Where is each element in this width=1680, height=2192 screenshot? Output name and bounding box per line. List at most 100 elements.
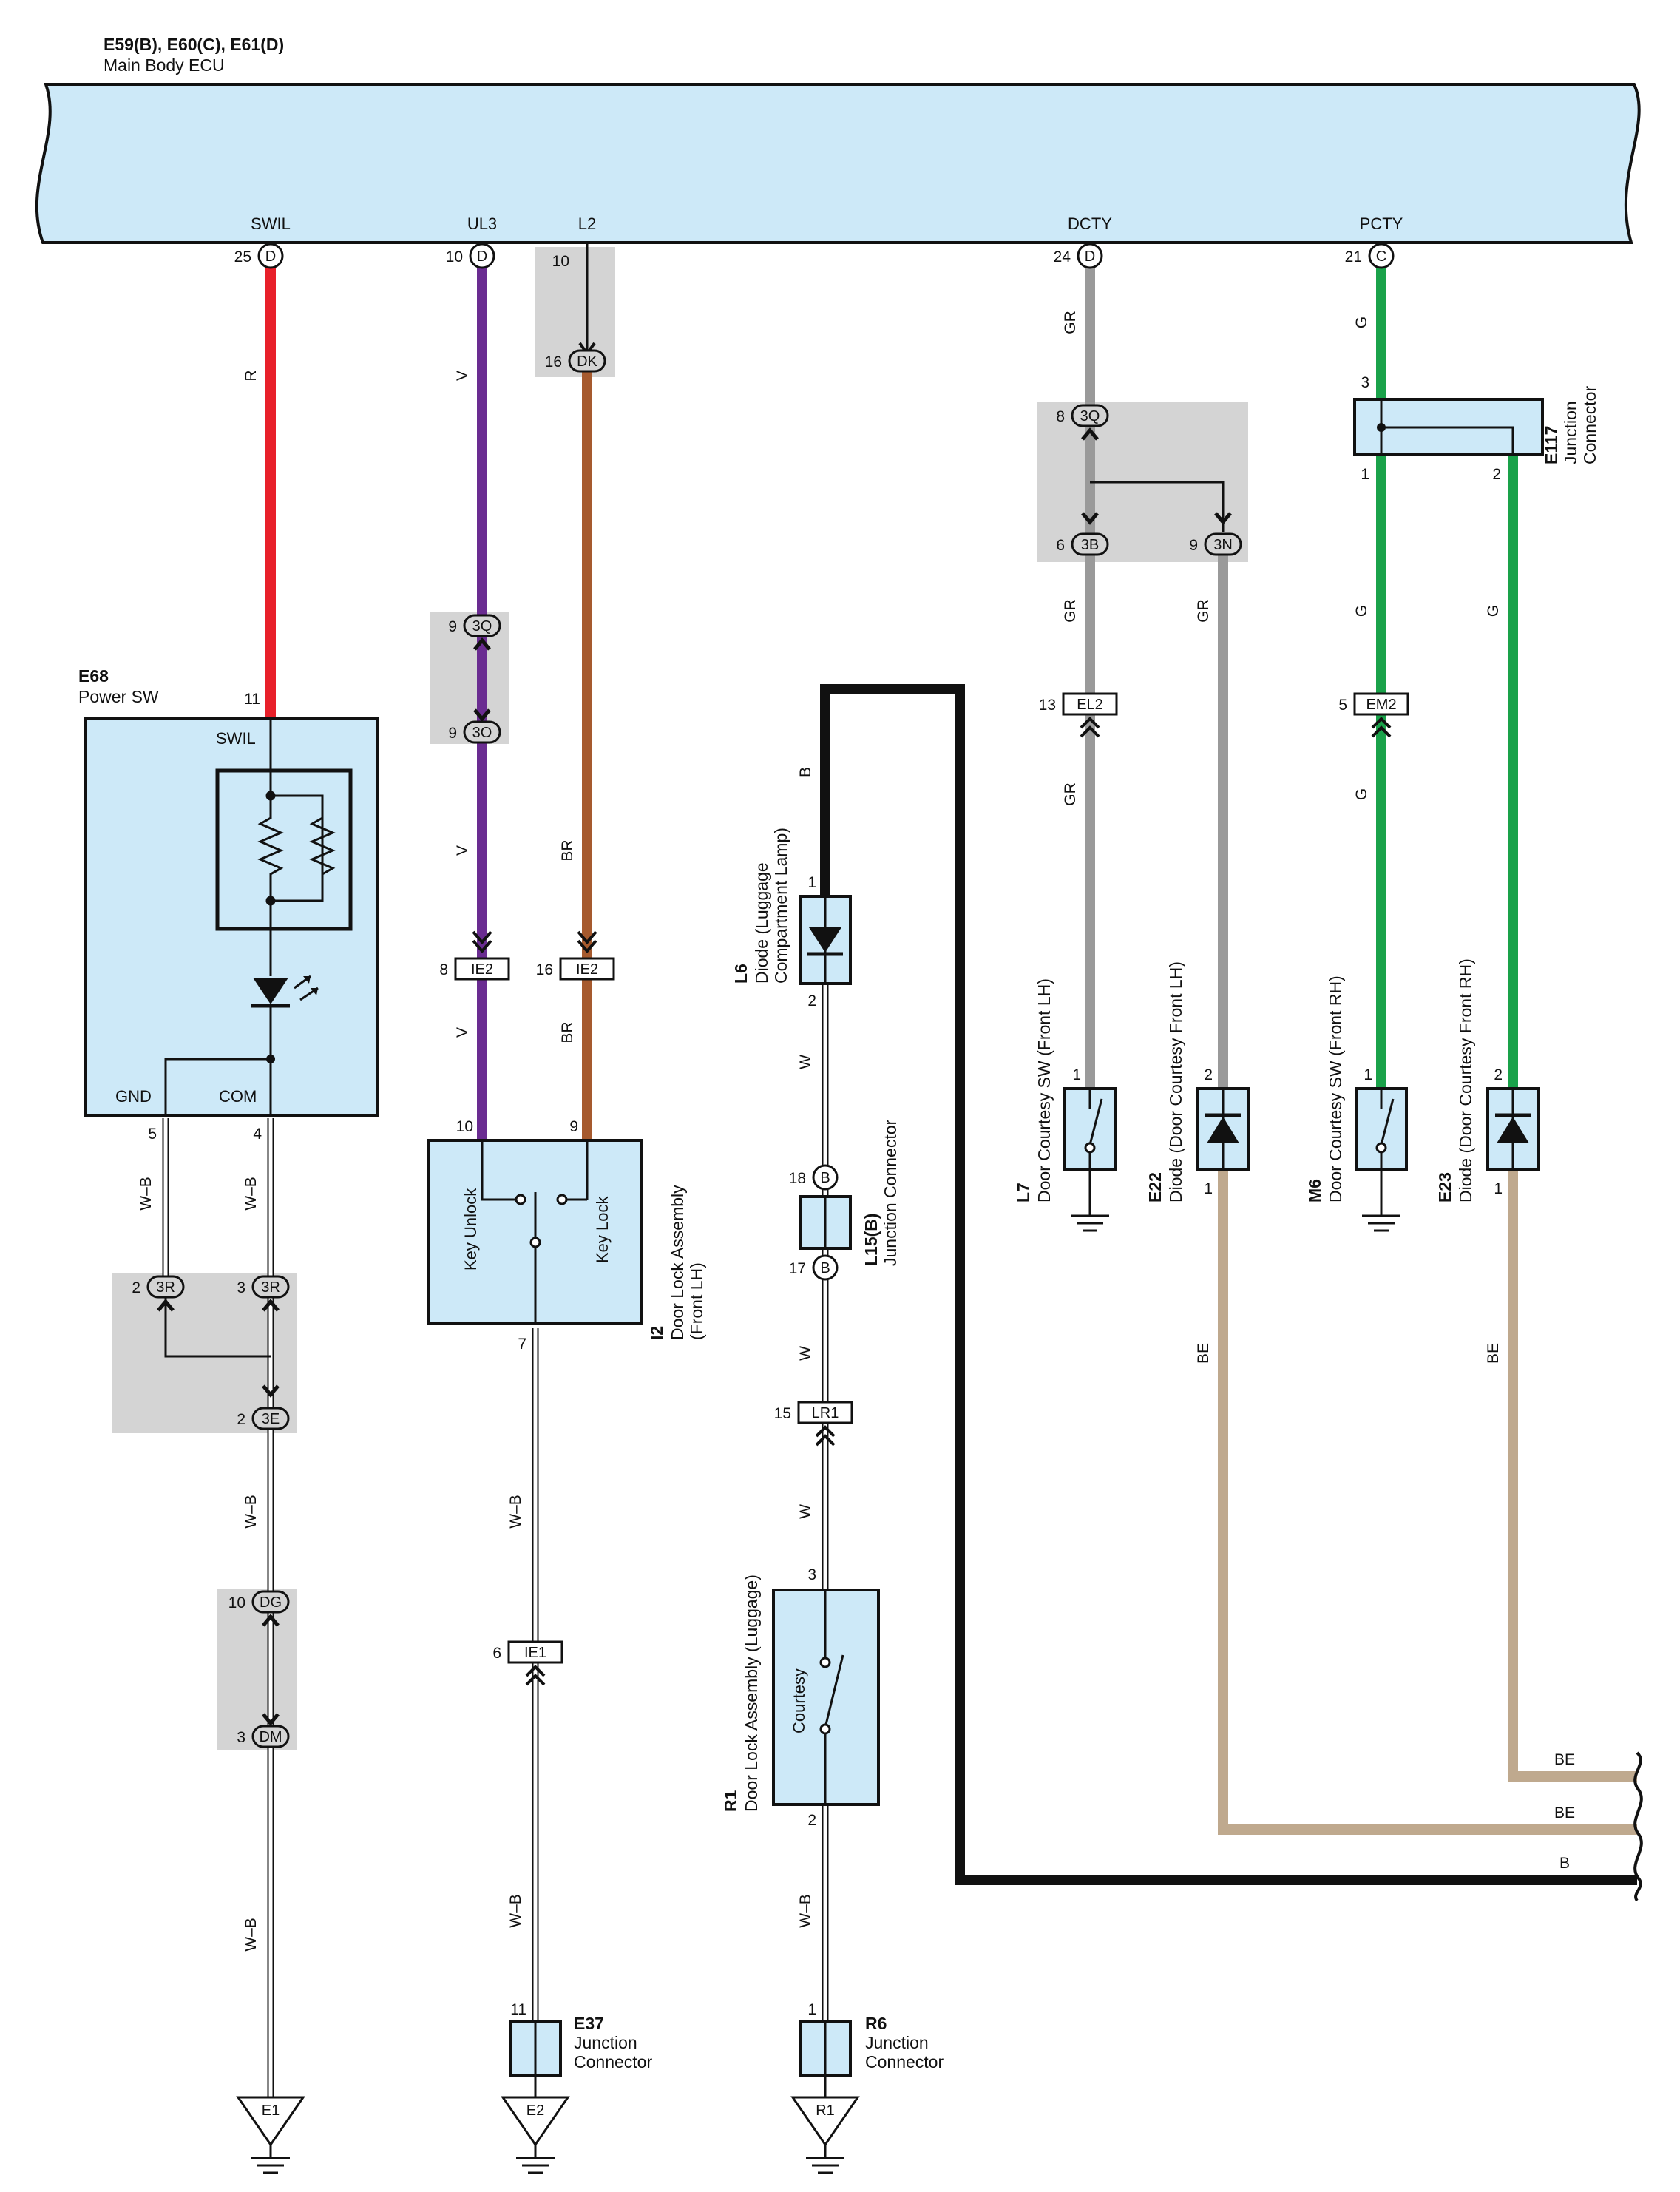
courtesy-sw-front-lh-l7: 1 L7 Door Courtesy SW (Front LH) xyxy=(1014,978,1117,1232)
svg-text:E68: E68 xyxy=(78,666,109,686)
svg-text:1: 1 xyxy=(1204,1180,1213,1197)
svg-text:24: 24 xyxy=(1054,248,1071,265)
diode-icon xyxy=(1495,1089,1531,1170)
wire-labels: R V V V BR BR GR GR GR GR G G G G BE BE … xyxy=(138,311,1575,1952)
wire-label-gr-2: GR xyxy=(1062,599,1079,623)
svg-text:11: 11 xyxy=(244,691,260,708)
svg-text:R1: R1 xyxy=(721,1790,740,1812)
svg-text:EL2: EL2 xyxy=(1077,697,1103,713)
svg-text:Key Lock: Key Lock xyxy=(593,1196,612,1263)
svg-text:LR1: LR1 xyxy=(812,1405,839,1421)
svg-text:Diode (Door Courtesy Front RH): Diode (Door Courtesy Front RH) xyxy=(1456,958,1475,1202)
svg-text:3: 3 xyxy=(807,1566,816,1583)
svg-text:E2: E2 xyxy=(526,2103,544,2119)
svg-text:6: 6 xyxy=(492,1645,501,1662)
svg-text:25: 25 xyxy=(234,248,251,265)
svg-text:M6: M6 xyxy=(1305,1179,1324,1202)
ecu-title-name: Main Body ECU xyxy=(104,55,225,75)
ecu-terminal-dcty: DCTY xyxy=(1068,214,1112,233)
diode-icon xyxy=(1205,1089,1241,1170)
svg-text:Door Lock Assembly: Door Lock Assembly xyxy=(668,1185,687,1340)
svg-text:3E: 3E xyxy=(262,1411,280,1427)
svg-text:2: 2 xyxy=(132,1279,140,1296)
wire-label-g-1: G xyxy=(1353,317,1370,328)
wire-label-b-1: B xyxy=(1559,1855,1570,1872)
svg-text:Diode (Door Courtesy Front LH): Diode (Door Courtesy Front LH) xyxy=(1166,961,1185,1202)
svg-text:8: 8 xyxy=(1056,408,1065,425)
svg-text:2: 2 xyxy=(807,1812,816,1829)
resistor-icon xyxy=(257,771,336,929)
svg-text:2: 2 xyxy=(807,992,816,1009)
svg-text:IE1: IE1 xyxy=(524,1645,546,1661)
svg-text:Junction Connector: Junction Connector xyxy=(881,1119,900,1266)
svg-text:16: 16 xyxy=(536,961,553,978)
wire-label-wb-2: W–B xyxy=(138,1177,155,1211)
svg-text:B: B xyxy=(820,1170,830,1186)
svg-text:I2: I2 xyxy=(647,1326,666,1340)
connector-3r-b: 3R 3 xyxy=(237,1275,290,1312)
svg-text:1: 1 xyxy=(807,2001,816,2018)
junction-connector-r6: 1 R6 Junction Connector xyxy=(799,2001,944,2077)
svg-text:COM: COM xyxy=(219,1087,257,1106)
ecu-title-ids: E59(B), E60(C), E61(D) xyxy=(104,35,284,54)
main-body-ecu: E59(B), E60(C), E61(D) Main Body ECU SWI… xyxy=(35,35,1641,244)
wire-be-e22 xyxy=(1218,1170,1637,1835)
wire-3q-split xyxy=(1090,481,1225,532)
svg-text:3: 3 xyxy=(237,1729,245,1746)
wire-label-g-3: G xyxy=(1353,788,1370,800)
connector-el2: EL2 13 xyxy=(1039,692,1118,738)
wire-label-wb-4: W–B xyxy=(243,1495,260,1529)
svg-text:1: 1 xyxy=(807,874,816,891)
svg-text:15: 15 xyxy=(774,1405,791,1422)
svg-text:Key Unlock: Key Unlock xyxy=(461,1188,480,1271)
wire-label-w-1: W xyxy=(797,1055,814,1069)
svg-text:16: 16 xyxy=(545,354,562,371)
ecu-pin-ul3: D 10 xyxy=(446,243,495,269)
inline-connectors: DK 16 3Q 9 3O 9 IE2 8 IE2 16 xyxy=(132,342,1409,1748)
svg-text:(Front LH): (Front LH) xyxy=(687,1262,706,1340)
svg-text:9: 9 xyxy=(1189,537,1198,554)
connector-em2: EM2 5 xyxy=(1338,692,1409,738)
svg-text:SWIL: SWIL xyxy=(216,729,256,748)
svg-text:E117: E117 xyxy=(1542,426,1561,464)
wire-label-wb-7: W–B xyxy=(507,1894,524,1928)
svg-text:7: 7 xyxy=(518,1336,526,1353)
svg-text:Junction: Junction xyxy=(865,2033,929,2052)
wire-label-be-4: BE xyxy=(1554,1804,1575,1821)
svg-text:3N: 3N xyxy=(1213,537,1233,553)
svg-text:3R: 3R xyxy=(156,1279,175,1296)
svg-text:5: 5 xyxy=(1338,697,1347,714)
wire-label-v-2: V xyxy=(454,845,471,856)
ground-icon xyxy=(1071,1214,1109,1232)
svg-text:9: 9 xyxy=(569,1118,578,1135)
wire-label-be-3: BE xyxy=(1554,1751,1575,1768)
connector-3e: 3E 2 xyxy=(237,1384,290,1430)
diode-luggage-l6: L6 Diode (Luggage Compartment Lamp) 1 2 xyxy=(731,828,852,1009)
svg-text:D: D xyxy=(477,248,487,265)
svg-text:Junction: Junction xyxy=(1561,401,1580,464)
svg-text:10: 10 xyxy=(552,253,569,270)
courtesy-sw-front-rh-m6: 1 M6 Door Courtesy SW (Front RH) xyxy=(1305,975,1408,1232)
diode-courtesy-lh-e22: 2 1 E22 Diode (Door Courtesy Front LH) xyxy=(1145,961,1250,1202)
svg-text:1: 1 xyxy=(1361,466,1369,483)
svg-text:Courtesy: Courtesy xyxy=(790,1668,808,1733)
svg-text:2: 2 xyxy=(1204,1066,1213,1083)
svg-text:L6: L6 xyxy=(731,964,751,984)
wire-label-g-4: G xyxy=(1485,605,1502,617)
wire-label-g-2: G xyxy=(1353,605,1370,617)
svg-text:6: 6 xyxy=(1056,537,1065,554)
wire-label-br-1: BR xyxy=(559,839,576,861)
svg-text:Door Lock Assembly (Luggage): Door Lock Assembly (Luggage) xyxy=(742,1574,761,1812)
junction-connector-e37: 11 E37 Junction Connector xyxy=(509,2001,652,2077)
svg-text:2: 2 xyxy=(1494,1066,1503,1083)
connector-ie2-a: IE2 8 xyxy=(439,930,510,981)
svg-text:Power SW: Power SW xyxy=(78,687,159,706)
svg-text:3Q: 3Q xyxy=(1080,408,1100,424)
svg-text:1: 1 xyxy=(1072,1066,1081,1083)
junction-block-dg-dm xyxy=(217,1589,297,1750)
svg-text:5: 5 xyxy=(148,1126,157,1143)
svg-text:DM: DM xyxy=(259,1729,282,1745)
ecu-body xyxy=(35,83,1641,244)
junction-block-3r-3e xyxy=(112,1273,297,1433)
